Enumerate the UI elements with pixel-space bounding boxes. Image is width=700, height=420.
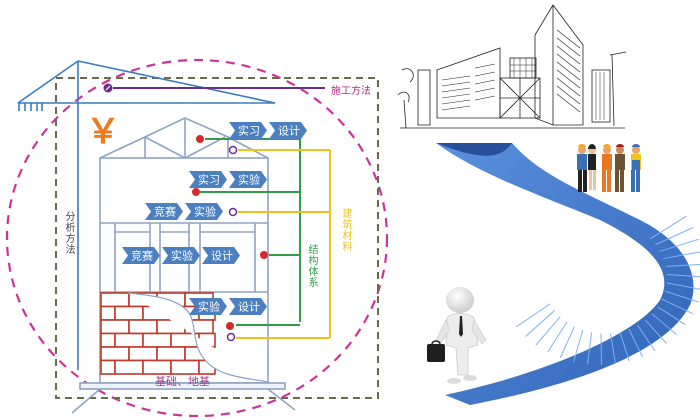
chevron-step xyxy=(229,298,267,315)
brick xyxy=(142,332,172,348)
chevron-label: 竞赛 xyxy=(154,205,176,219)
stair-step xyxy=(655,226,694,246)
yuan-icon: ￥ xyxy=(86,112,120,152)
building-materials-label: 建筑材料 xyxy=(340,208,351,252)
chevron-label: 设计 xyxy=(238,301,260,314)
stair-step xyxy=(586,332,593,365)
structural-system-label: 结构体系 xyxy=(306,244,317,288)
chevron-row-middle-row: 竞赛 实验 xyxy=(145,203,223,220)
stair-step xyxy=(661,298,693,315)
chevron-step xyxy=(229,171,267,188)
brick xyxy=(142,359,172,375)
stair-step xyxy=(651,313,677,335)
chevron-step xyxy=(202,247,240,264)
chevron-step xyxy=(145,203,183,220)
brick xyxy=(128,319,158,335)
wall-cutaway-curve xyxy=(127,292,269,383)
stair-step xyxy=(665,263,700,267)
chevron-step xyxy=(185,203,223,220)
construction-method-label: 施工方法 xyxy=(331,86,371,97)
stair-step xyxy=(663,251,700,260)
stair-step xyxy=(525,310,556,337)
stair-step xyxy=(610,333,617,365)
chevron-label: 竞赛 xyxy=(131,249,153,263)
brick xyxy=(100,292,130,308)
brick xyxy=(100,319,130,335)
scope-dashed-circle xyxy=(5,58,389,418)
brick xyxy=(114,332,144,348)
chevron-row-base-row: 实验 设计 xyxy=(189,298,267,315)
chevron-step xyxy=(122,247,160,264)
stair-step xyxy=(657,306,686,326)
building-sketch-illustration xyxy=(397,4,627,129)
chevron-label: 实验 xyxy=(194,205,216,219)
chevron-step xyxy=(162,247,200,264)
building-materials-connectors xyxy=(236,149,331,339)
stair-step xyxy=(559,326,575,359)
brick xyxy=(170,359,200,375)
stair-step xyxy=(628,329,643,358)
chevron-label: 设计 xyxy=(211,250,233,263)
brick xyxy=(100,305,116,321)
brick xyxy=(100,359,116,375)
stair-step xyxy=(649,215,687,240)
chevron-label: 实验 xyxy=(198,300,220,314)
stair-step xyxy=(659,238,699,252)
brick xyxy=(156,346,186,362)
stair-step xyxy=(515,303,551,328)
foundation-label: 基础、地基 xyxy=(155,375,210,388)
chevron-row-upper-row: 实习 实验 xyxy=(189,171,267,188)
purple-node-rings xyxy=(226,145,238,342)
workers-group-illustration xyxy=(577,144,641,192)
construction-method-connector xyxy=(103,83,325,93)
chevron-row-roof-row: 实习 设计 xyxy=(229,122,307,139)
brick xyxy=(100,346,130,362)
red-node-dots xyxy=(192,135,268,330)
brick xyxy=(114,359,144,375)
brick xyxy=(128,346,158,362)
chevron-step xyxy=(189,171,227,188)
stair-step xyxy=(665,290,699,303)
chevron-row-frame-row: 竞赛 实验 设计 xyxy=(122,247,240,264)
chevron-label: 实验 xyxy=(238,173,260,187)
house-frame xyxy=(71,117,296,414)
stair-step xyxy=(535,316,561,346)
crane-icon xyxy=(17,60,276,370)
stair-step xyxy=(547,321,568,353)
chevron-step xyxy=(269,122,307,139)
chevron-label: 实习 xyxy=(198,173,220,187)
chevron-rows: 实习设计实习实验竞赛实验竞赛实验设计实验设计 xyxy=(122,122,307,315)
stair-step xyxy=(644,319,667,344)
stair-step xyxy=(637,325,656,352)
analysis-method-label: 分析方法 xyxy=(63,211,74,255)
analysis-frame-dashed-rect xyxy=(55,77,379,399)
chevron-step xyxy=(189,298,227,315)
chevron-step xyxy=(229,122,267,139)
spiral-staircase-illustration xyxy=(436,143,700,405)
chevron-label: 实习 xyxy=(238,124,260,138)
brick xyxy=(100,332,116,348)
stair-step xyxy=(666,274,700,278)
chevron-label: 设计 xyxy=(278,125,300,138)
chevron-label: 实验 xyxy=(171,249,193,263)
brick xyxy=(114,305,144,321)
stair-step xyxy=(619,331,630,362)
structural-system-connectors xyxy=(200,138,301,326)
stair-step xyxy=(573,329,584,363)
stair-step xyxy=(666,282,700,290)
businessman-figure-illustration xyxy=(427,287,487,384)
